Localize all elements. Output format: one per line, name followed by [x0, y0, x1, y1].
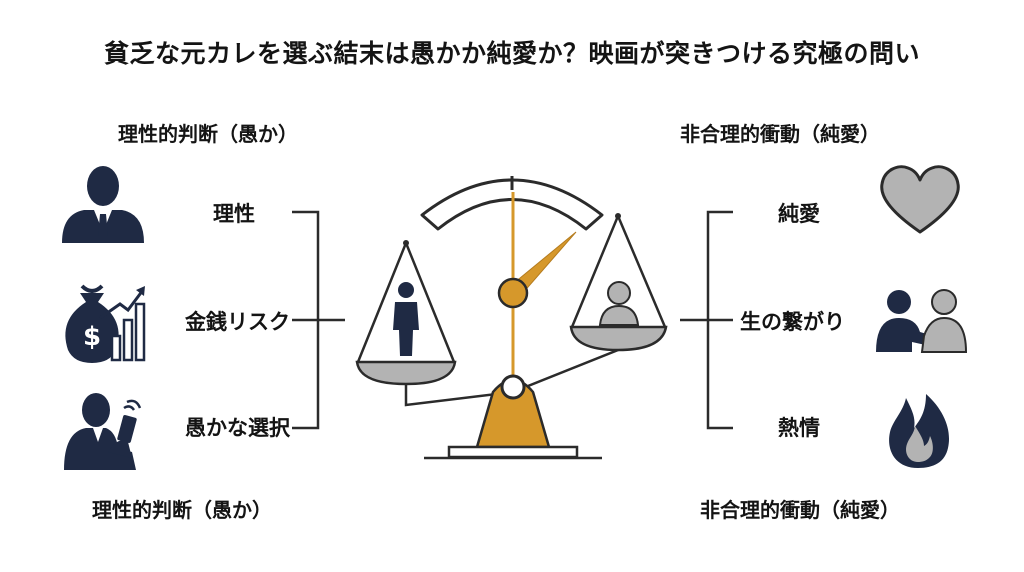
- two-people-icon: [876, 289, 968, 353]
- pivot-knob: [497, 277, 529, 309]
- heart-icon: [880, 165, 960, 234]
- right-pan-strings: [570, 215, 667, 328]
- right-footer: 非合理的衝動（純愛）: [700, 498, 900, 522]
- right-heading: 非合理的衝動（純愛）: [680, 122, 880, 146]
- svg-text:$: $: [83, 322, 101, 352]
- left-label-foolish-choice: 愚かな選択: [185, 416, 290, 440]
- left-label-money-risk: 金銭リスク: [185, 310, 290, 334]
- left-heading: 理性的判断（愚か）: [118, 122, 298, 146]
- right-bracket: [680, 210, 733, 430]
- left-pan-strings: [356, 242, 456, 363]
- gauge-arc: [420, 178, 604, 231]
- left-bracket: [292, 210, 345, 430]
- right-label-pure-love: 純愛: [778, 202, 820, 226]
- base-plate: [447, 445, 579, 459]
- right-pan-bowl: [569, 325, 668, 352]
- page-title: 貧乏な元カレを選ぶ結末は愚かか純愛か？映画が突きつける究極の問い: [103, 39, 920, 68]
- right-label-raw-connection: 生の繋がり: [740, 310, 845, 334]
- flame-icon: [889, 394, 950, 468]
- base-ring: [500, 374, 526, 400]
- right-label-passion: 熱情: [778, 416, 820, 440]
- left-label-reason: 理性: [213, 202, 255, 226]
- left-pan-bowl: [355, 360, 457, 386]
- standing-man-icon: [393, 282, 419, 356]
- money-bag-chart-icon: $: [65, 284, 146, 363]
- balance-scale: [355, 176, 668, 460]
- person-avatar-icon: [598, 281, 640, 326]
- businessman-icon: [62, 166, 144, 243]
- left-footer: 理性的判断（愚か）: [92, 498, 272, 522]
- man-phone-icon: [64, 393, 142, 470]
